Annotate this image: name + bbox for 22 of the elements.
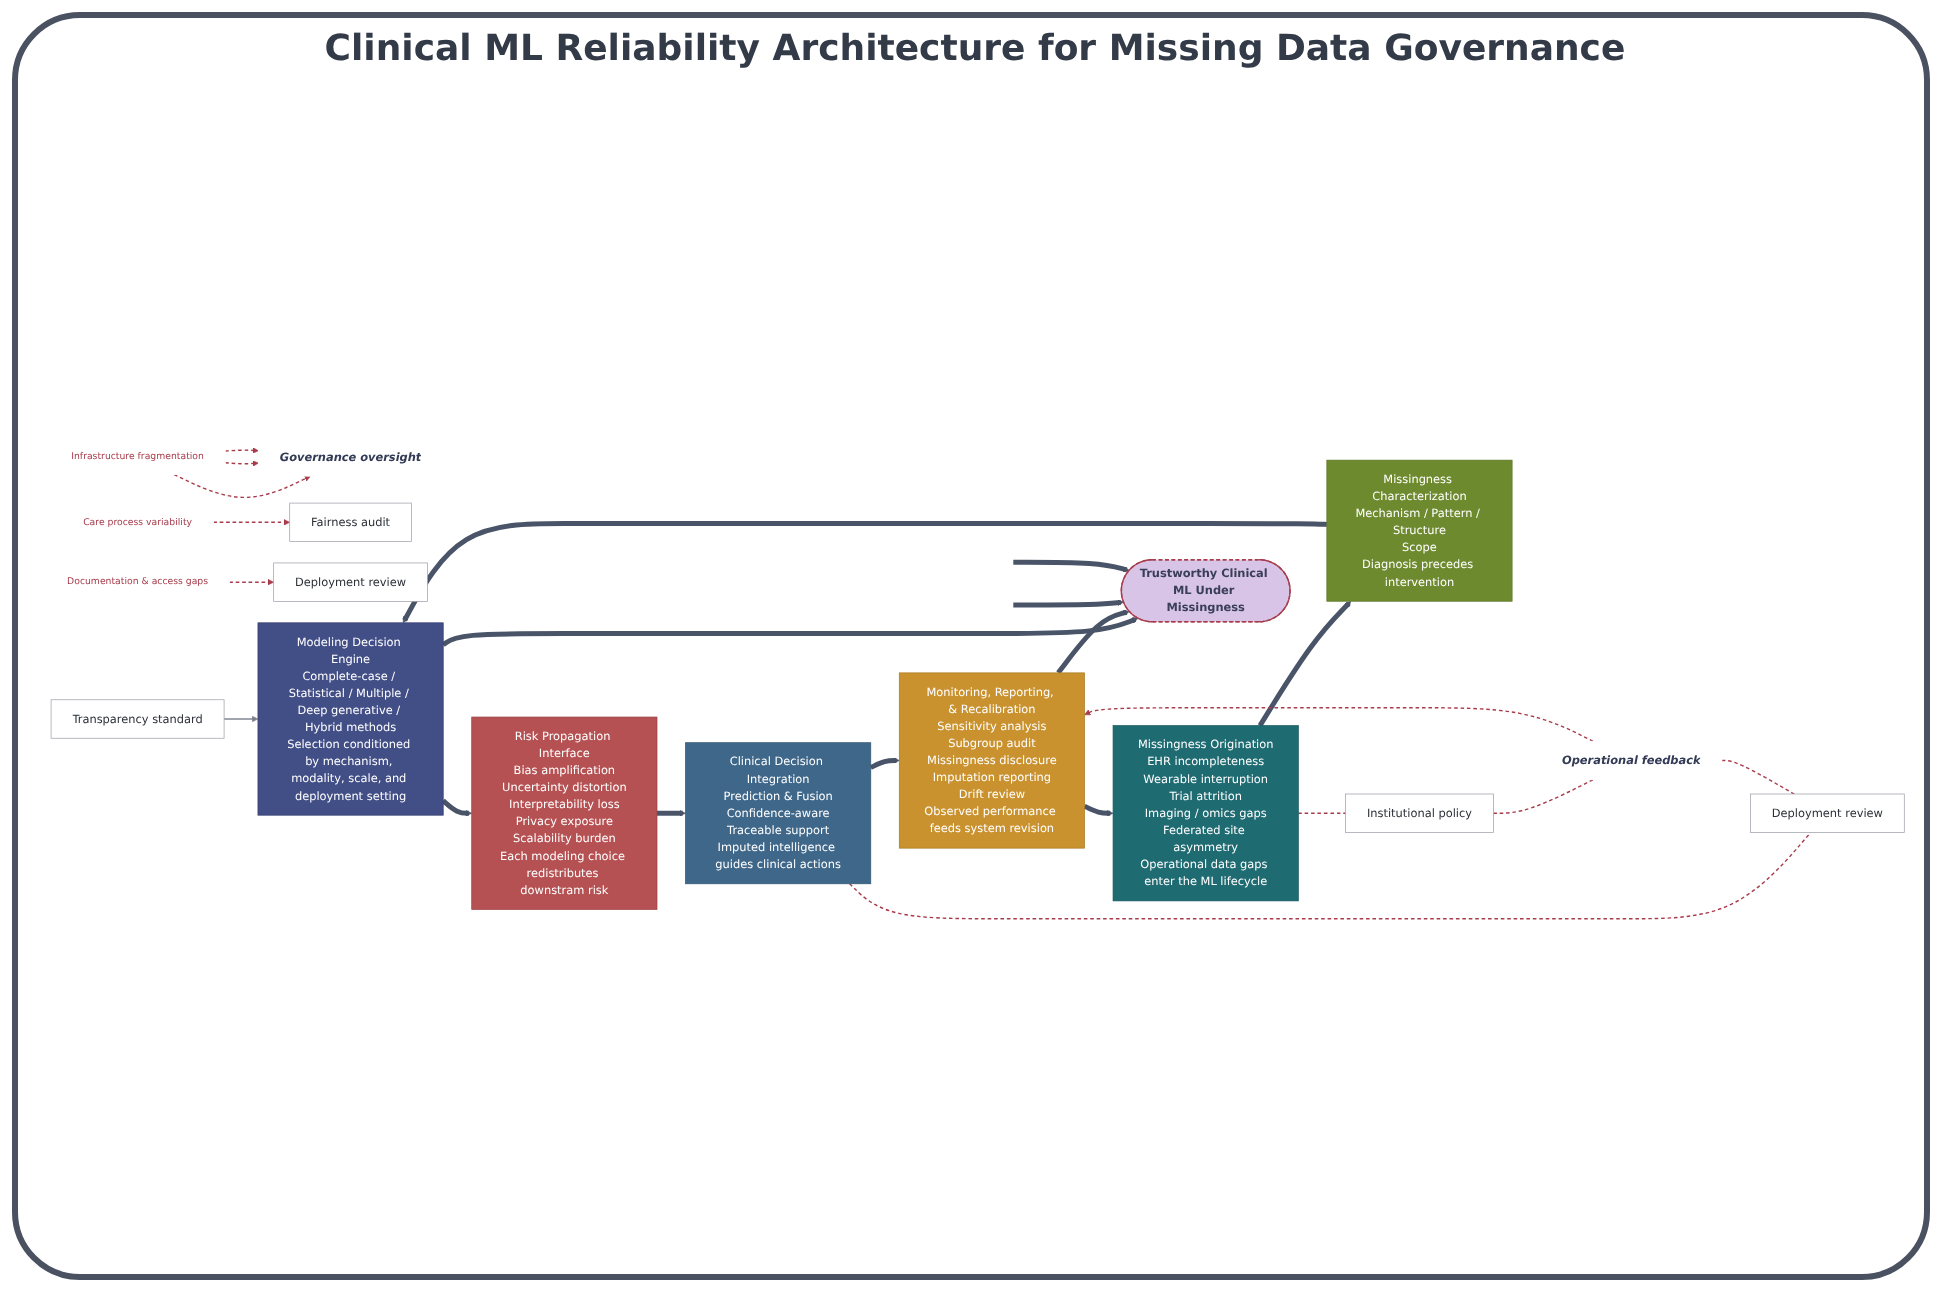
arrow [1056,609,1130,675]
arrow [1013,599,1124,608]
arrow [1083,803,1114,817]
arrow [173,473,311,498]
arrow [869,757,900,770]
arrow [1013,559,1130,573]
arrow [402,520,1327,623]
arrow [441,798,472,817]
arrow [212,518,290,526]
arrow [1257,600,1352,727]
arrow [228,578,274,586]
arrow [656,809,686,817]
arrow [1084,706,1594,742]
connector [848,831,1812,920]
connector [1297,812,1347,814]
arrow [223,715,259,722]
connector [1492,778,1594,814]
connector [1721,759,1795,795]
arrow [441,616,1139,647]
diagram-title: Clinical ML Reliability Architecture for Missing Data Governance [322,28,1628,70]
arrow [224,460,259,467]
arrow [224,447,259,454]
